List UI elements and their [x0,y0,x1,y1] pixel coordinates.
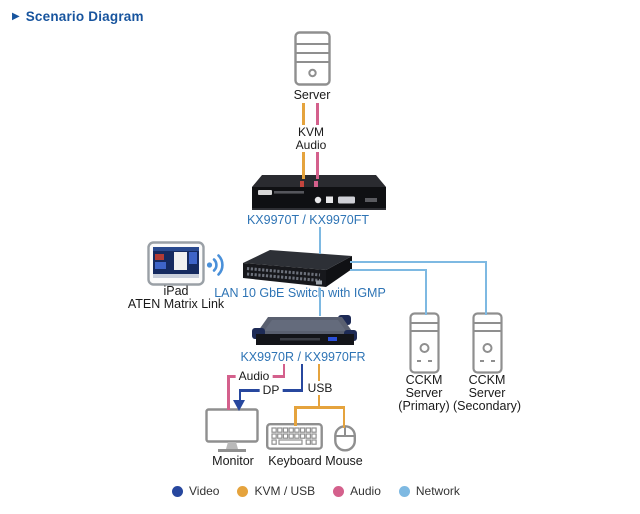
legend-label-network: Network [415,484,460,498]
server-icon [294,31,331,86]
monitor-icon [205,408,259,452]
legend-item-video: Video [172,484,219,498]
dp-arrowhead-icon [233,400,245,411]
section-bullet-arrow-icon: ▶ [12,10,20,22]
page-title-row: ▶ Scenario Diagram [12,9,144,24]
legend-item-kvm-usb: KVM / USB [237,484,315,498]
legend: Video KVM / USB Audio Network [172,484,460,498]
kvm-connection-label: KVM [294,125,328,139]
audio-legend-dot-icon [333,485,345,497]
cckm-primary-server-icon [409,312,440,374]
dp-line-to-monitor [238,389,241,401]
server-label: Server [293,88,331,102]
cckm-secondary-label-line3: (Secondary) [452,399,522,413]
network-legend-dot-icon [398,485,410,497]
network-line-tx-switch [318,227,321,254]
cckm-secondary-server-icon [472,312,503,374]
network-line-v-primary [424,268,427,315]
network-line-h-primary [350,268,427,271]
keyboard-label: Keyboard [268,454,322,468]
usb-line-to-keyboard [294,406,297,426]
audio-connection-label-top: Audio [292,138,330,152]
cckm-primary-label-line1: CCKM [405,373,443,387]
lan-switch-label: LAN 10 GbE Switch with IGMP [214,286,386,300]
transmitter-label: KX9970T / KX9970FT [246,213,370,227]
receiver-label: KX9970R / KX9970FR [240,350,366,364]
network-line-switch-rx [318,288,321,316]
usb-connection-label: USB [304,381,336,395]
keyboard-icon [266,423,323,450]
usb-line-horizontal [294,406,345,409]
cckm-secondary-label-line1: CCKM [468,373,506,387]
video-legend-dot-icon [172,485,183,497]
legend-item-audio: Audio [333,484,381,498]
receiver-device-icon [252,315,357,345]
mouse-label: Mouse [325,454,363,468]
mouse-icon [334,425,356,452]
legend-label-audio: Audio [350,484,381,498]
cckm-secondary-label-line2: Server [468,386,506,400]
audio-line-rx-down [282,364,285,378]
cckm-secondary-label: CCKM Server (Secondary) [453,374,521,413]
cckm-primary-label: CCKM Server (Primary) [398,374,449,413]
usb-line-to-mouse [342,406,345,428]
ipad-label: iPad [163,284,189,298]
kvm-usb-legend-dot-icon [237,485,249,497]
legend-label-video: Video [189,484,220,498]
cckm-primary-label-line2: Server [405,386,443,400]
network-line-h-secondary [350,260,487,263]
monitor-label: Monitor [212,454,254,468]
cckm-primary-label-line3: (Primary) [398,399,450,413]
dp-line-rx-down [300,364,303,391]
audio-line-to-monitor [227,375,230,410]
wifi-signal-icon [206,254,224,276]
dp-connection-label: DP [259,383,283,397]
legend-item-network: Network [398,484,460,498]
page-title: Scenario Diagram [25,9,144,24]
legend-label-kvm-usb: KVM / USB [254,484,316,498]
lan-switch-icon [243,250,352,287]
transmitter-device-icon [252,175,386,210]
ipad-icon [147,241,205,286]
network-line-v-secondary [484,260,487,315]
audio-connection-label-bottom: Audio [235,369,273,383]
ipad-app-label: ATEN Matrix Link [127,297,225,311]
